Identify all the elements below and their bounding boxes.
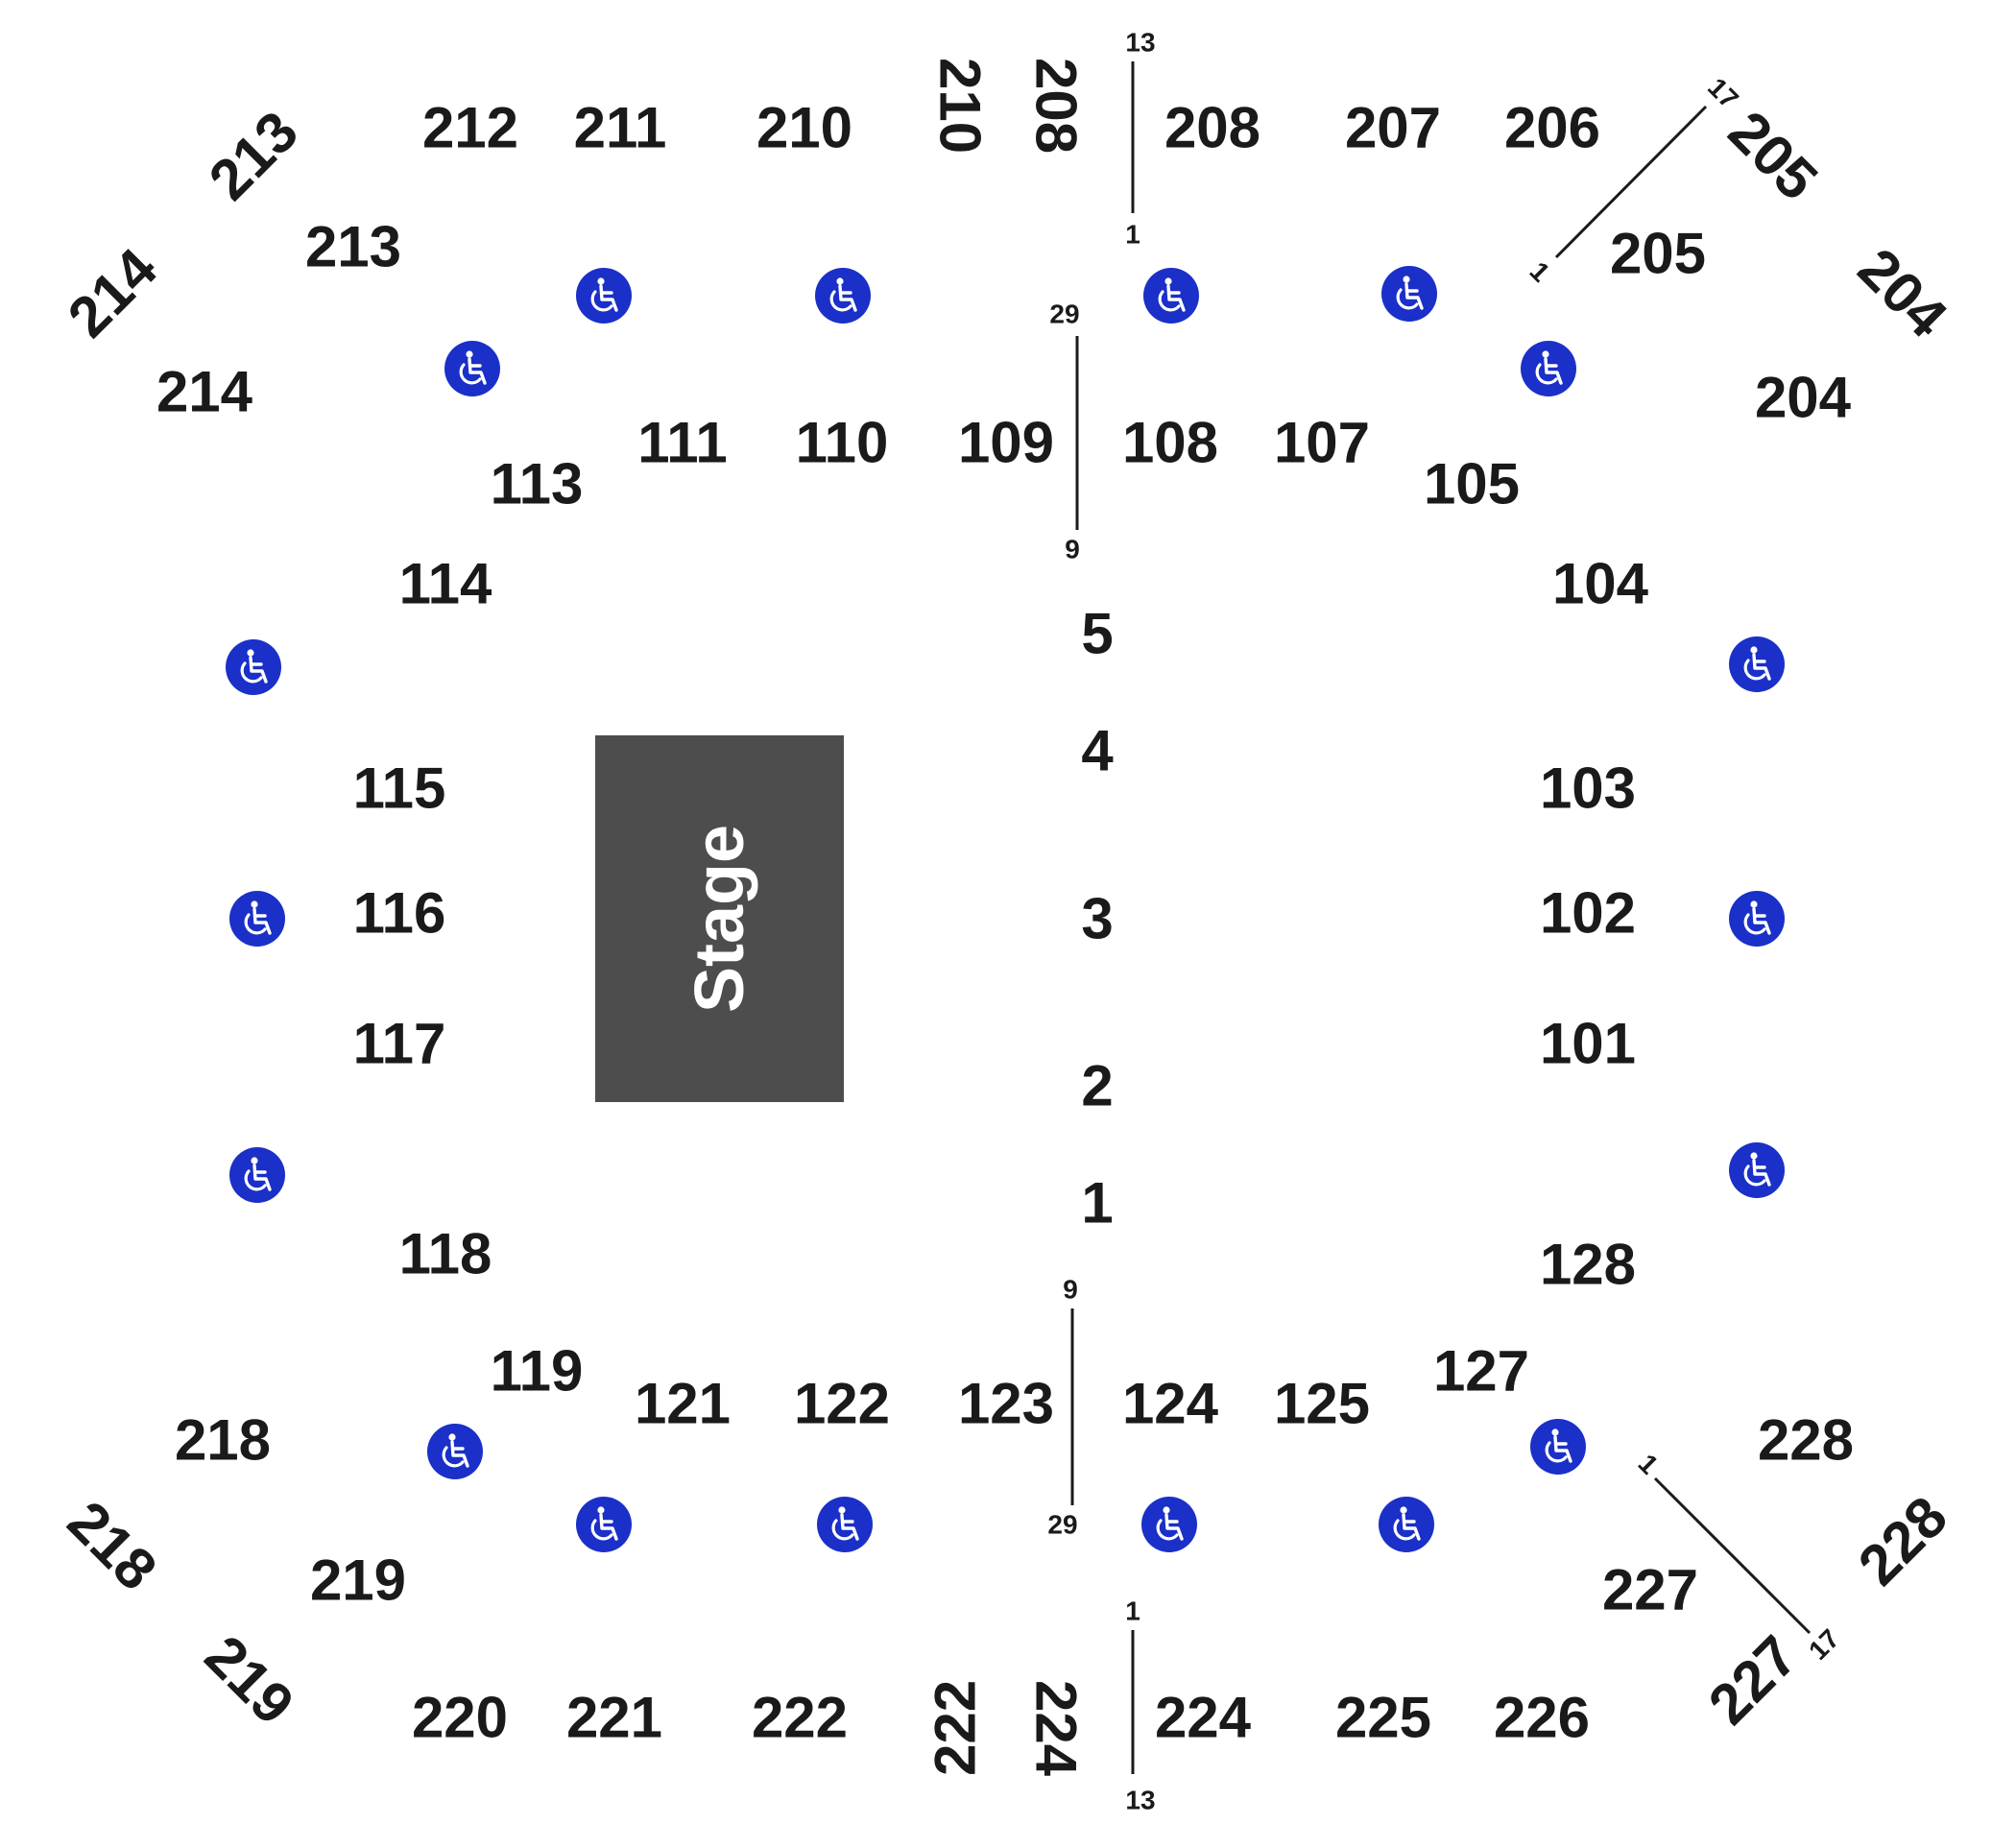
section-222[interactable]: 222 — [752, 1686, 848, 1750]
section-222-aisle[interactable]: 222 — [924, 1680, 988, 1776]
wheelchair-icon[interactable] — [574, 266, 634, 325]
row-marker: 9 — [1065, 535, 1080, 564]
row-marker: 9 — [1063, 1275, 1078, 1305]
section-floor-3[interactable]: 3 — [1081, 887, 1113, 951]
row-marker: 1 — [1125, 1596, 1140, 1626]
row-marker: 29 — [1047, 1510, 1077, 1540]
section-119[interactable]: 119 — [491, 1339, 584, 1404]
section-213-outer[interactable]: 213 — [197, 99, 310, 212]
section-207[interactable]: 207 — [1345, 96, 1441, 160]
section-128[interactable]: 128 — [1540, 1233, 1636, 1297]
row-marker: 1 — [1125, 220, 1140, 250]
wheelchair-icon[interactable] — [224, 637, 283, 697]
section-214[interactable]: 214 — [156, 360, 253, 424]
wheelchair-icon[interactable] — [1528, 1417, 1588, 1476]
section-208-aisle[interactable]: 208 — [1024, 58, 1089, 154]
section-115[interactable]: 115 — [353, 756, 446, 821]
section-213[interactable]: 213 — [305, 215, 401, 279]
section-116[interactable]: 116 — [353, 881, 446, 946]
section-205-outer[interactable]: 205 — [1716, 99, 1830, 212]
section-204-outer[interactable]: 204 — [1846, 236, 1960, 350]
wheelchair-icon[interactable] — [1727, 1140, 1787, 1200]
section-labels: 212 211 210 210 208 208 207 206 205 205 … — [56, 58, 1960, 1777]
section-227-outer[interactable]: 227 — [1696, 1623, 1810, 1737]
section-118[interactable]: 118 — [399, 1222, 492, 1286]
section-floor-1[interactable]: 1 — [1081, 1171, 1113, 1236]
section-218[interactable]: 218 — [175, 1408, 271, 1473]
wheelchair-icon[interactable] — [813, 266, 873, 325]
section-218-outer[interactable]: 218 — [56, 1489, 169, 1602]
section-108[interactable]: 108 — [1122, 411, 1218, 475]
section-206[interactable]: 206 — [1504, 96, 1600, 160]
section-102[interactable]: 102 — [1540, 881, 1636, 946]
section-204[interactable]: 204 — [1755, 366, 1852, 430]
section-110[interactable]: 110 — [796, 411, 889, 475]
section-111[interactable]: 111 — [637, 411, 728, 475]
section-211[interactable]: 211 — [574, 96, 667, 160]
row-marker: 17 — [1702, 72, 1744, 114]
section-114[interactable]: 114 — [399, 552, 492, 616]
section-117[interactable]: 117 — [353, 1012, 446, 1076]
stage[interactable]: Stage — [595, 735, 844, 1102]
row-marker: 17 — [1803, 1623, 1845, 1666]
section-208[interactable]: 208 — [1164, 96, 1260, 160]
section-210[interactable]: 210 — [756, 96, 852, 160]
wheelchair-icon[interactable] — [1141, 266, 1201, 325]
row-marker: 1 — [1524, 256, 1556, 288]
stage-label: Stage — [682, 825, 758, 1013]
wheelchair-icon[interactable] — [1519, 339, 1578, 398]
section-224[interactable]: 224 — [1155, 1686, 1252, 1750]
stage-area[interactable] — [595, 735, 844, 1102]
wheelchair-icon[interactable] — [228, 1145, 287, 1205]
row-marker: 1 — [1633, 1449, 1665, 1480]
section-228-outer[interactable]: 228 — [1846, 1484, 1959, 1597]
section-103[interactable]: 103 — [1540, 756, 1636, 821]
wheelchair-icon[interactable] — [574, 1495, 634, 1554]
section-221[interactable]: 221 — [566, 1686, 662, 1750]
section-210-aisle[interactable]: 210 — [928, 58, 993, 154]
aisle-lines — [1070, 61, 1812, 1774]
section-floor-4[interactable]: 4 — [1081, 719, 1114, 783]
section-121[interactable]: 121 — [635, 1372, 731, 1436]
section-floor-5[interactable]: 5 — [1081, 602, 1113, 666]
wheelchair-icon[interactable] — [815, 1495, 875, 1554]
section-127[interactable]: 127 — [1433, 1339, 1529, 1404]
section-225[interactable]: 225 — [1335, 1686, 1431, 1750]
section-214-outer[interactable]: 214 — [56, 235, 170, 349]
section-224-aisle[interactable]: 224 — [1024, 1680, 1089, 1777]
section-105[interactable]: 105 — [1424, 452, 1520, 516]
wheelchair-icon[interactable] — [1140, 1495, 1199, 1554]
section-113[interactable]: 113 — [491, 452, 584, 516]
section-219-outer[interactable]: 219 — [193, 1623, 306, 1737]
wheelchair-icon[interactable] — [1727, 889, 1787, 948]
section-107[interactable]: 107 — [1274, 411, 1370, 475]
section-212[interactable]: 212 — [422, 96, 518, 160]
section-124[interactable]: 124 — [1122, 1372, 1219, 1436]
section-123[interactable]: 123 — [958, 1372, 1054, 1436]
wheelchair-icon[interactable] — [1377, 1495, 1436, 1554]
row-marker: 13 — [1125, 1786, 1155, 1815]
section-205[interactable]: 205 — [1610, 222, 1706, 286]
section-125[interactable]: 125 — [1274, 1372, 1370, 1436]
section-220[interactable]: 220 — [412, 1686, 508, 1750]
section-228[interactable]: 228 — [1758, 1408, 1854, 1473]
row-marker: 29 — [1049, 300, 1079, 329]
wheelchair-icon[interactable] — [1380, 264, 1439, 324]
section-226[interactable]: 226 — [1494, 1686, 1590, 1750]
wheelchair-icon[interactable] — [1727, 635, 1787, 694]
section-109[interactable]: 109 — [958, 411, 1054, 475]
section-floor-2[interactable]: 2 — [1081, 1054, 1113, 1118]
row-marker: 13 — [1125, 28, 1155, 58]
wheelchair-icon[interactable] — [443, 339, 502, 398]
section-101[interactable]: 101 — [1540, 1012, 1636, 1076]
wheelchair-icon[interactable] — [228, 889, 287, 948]
section-227[interactable]: 227 — [1602, 1558, 1698, 1622]
section-219[interactable]: 219 — [310, 1548, 406, 1613]
wheelchair-icon[interactable] — [425, 1422, 485, 1481]
section-104[interactable]: 104 — [1552, 552, 1649, 616]
section-122[interactable]: 122 — [794, 1372, 890, 1436]
